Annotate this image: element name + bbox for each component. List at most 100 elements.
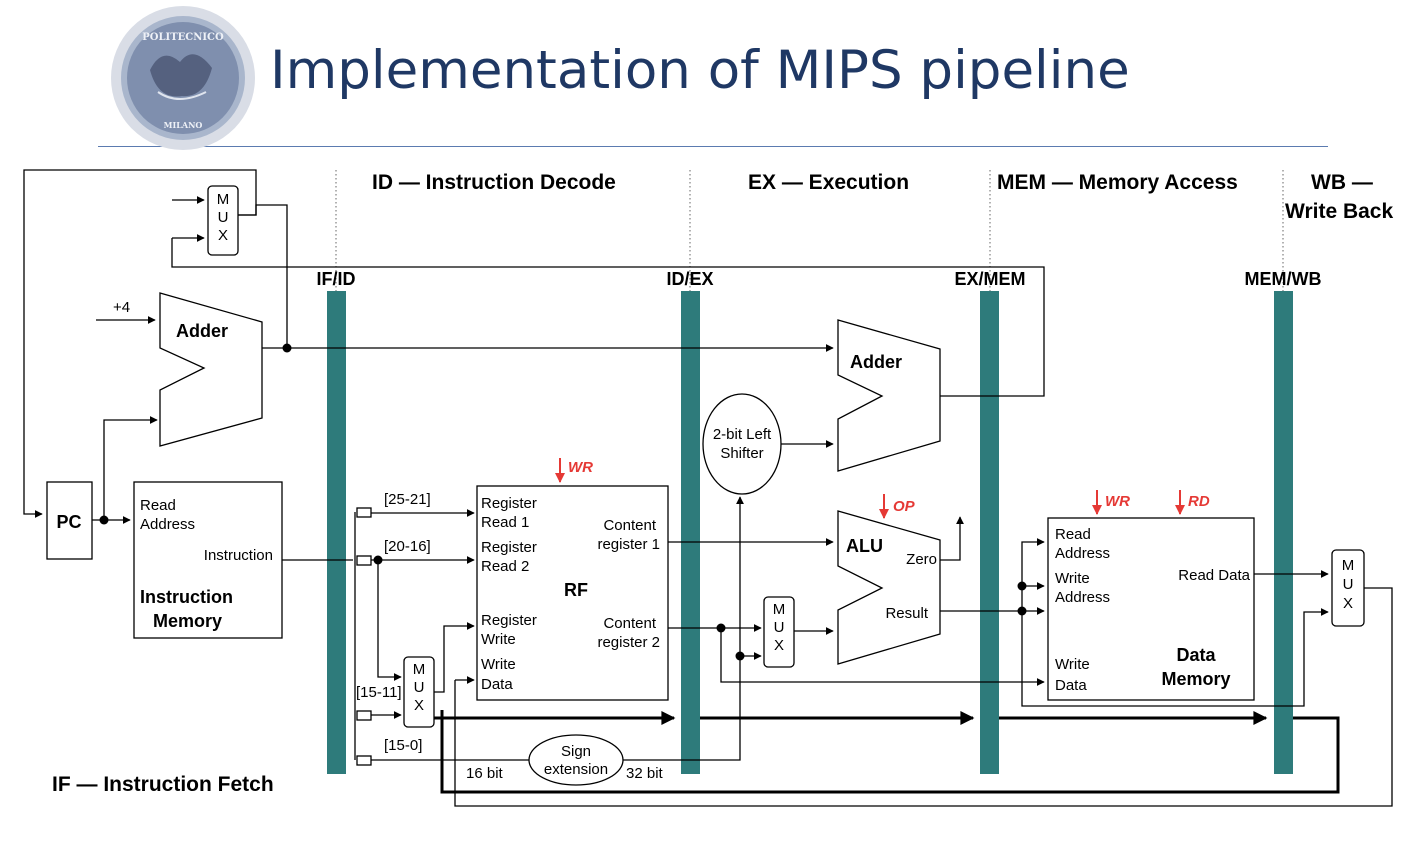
dm-write-control: WR	[1092, 490, 1130, 515]
svg-text:X: X	[1343, 595, 1353, 612]
svg-text:X: X	[218, 227, 228, 244]
svg-text:M: M	[413, 661, 426, 678]
slide-title: Implementation of MIPS pipeline	[270, 40, 1130, 101]
svg-text:Read Data: Read Data	[1178, 567, 1250, 584]
sign-extension: Sign extension	[528, 734, 624, 786]
title-divider	[98, 146, 1328, 147]
svg-text:[25-21]: [25-21]	[384, 491, 431, 508]
svg-text:Adder: Adder	[176, 321, 228, 341]
politecnico-logo: POLITECNICO MILANO	[111, 6, 255, 150]
pipeline-label-ifid: IF/ID	[317, 269, 356, 289]
pipeline-register-exmem	[980, 291, 999, 774]
svg-text:Read: Read	[1055, 526, 1091, 543]
left-shifter: 2-bit Left Shifter	[702, 393, 782, 495]
svg-text:Result: Result	[885, 605, 928, 622]
svg-text:Shifter: Shifter	[720, 445, 763, 462]
svg-text:[20-16]: [20-16]	[384, 538, 431, 555]
svg-text:Data: Data	[1176, 645, 1216, 665]
svg-text:Instruction: Instruction	[204, 547, 273, 564]
svg-text:Read 2: Read 2	[481, 558, 529, 575]
svg-text:U: U	[414, 679, 425, 696]
svg-text:ALU: ALU	[846, 536, 883, 556]
svg-text:Read: Read	[140, 497, 176, 514]
data-memory: Read Address Write Address Read Data Wri…	[1047, 517, 1255, 701]
dm-read-control: RD	[1175, 490, 1210, 515]
branch-adder: Adder	[837, 319, 941, 472]
svg-text:Memory: Memory	[153, 611, 222, 631]
plus4-label: +4	[113, 299, 130, 316]
destination-register-path	[434, 587, 1393, 807]
pc-mux: M U X	[207, 185, 239, 256]
svg-text:register 2: register 2	[597, 634, 660, 651]
stage-label-if: IF — Instruction Fetch	[52, 773, 274, 796]
instruction-field-taps: [25-21] [20-16] [15-11] [15-0]	[354, 491, 529, 766]
alu-op-control: OP	[879, 494, 916, 519]
svg-text:Register: Register	[481, 612, 537, 629]
svg-text:extension: extension	[544, 761, 608, 778]
svg-text:PC: PC	[56, 512, 81, 532]
stage-label-wb-line2: Write Back	[1285, 200, 1393, 223]
if-wires	[23, 169, 1045, 561]
alu-mux: M U X	[763, 596, 795, 668]
logo-text-bottom: MILANO	[164, 120, 203, 130]
stage-label-ex: EX — Execution	[748, 171, 909, 194]
register-file: Register Read 1 Register Read 2 Register…	[476, 485, 669, 701]
svg-text:M: M	[773, 601, 786, 618]
svg-text:Data: Data	[481, 676, 513, 693]
svg-text:Data: Data	[1055, 677, 1087, 694]
pipeline-label-exmem: EX/MEM	[954, 269, 1025, 289]
svg-text:Write: Write	[481, 631, 516, 648]
svg-text:Address: Address	[1055, 589, 1110, 606]
pc-adder: Adder	[159, 292, 263, 447]
dm-wr-signal: WR	[1105, 493, 1130, 510]
stage-label-mem: MEM — Memory Access	[997, 171, 1238, 194]
svg-text:X: X	[774, 637, 784, 654]
svg-text:Memory: Memory	[1161, 669, 1230, 689]
svg-text:Instruction: Instruction	[140, 587, 233, 607]
logo-text-top: POLITECNICO	[142, 32, 224, 43]
ex-wires	[794, 516, 1045, 635]
svg-text:Write: Write	[481, 656, 516, 673]
svg-text:RF: RF	[564, 580, 588, 600]
svg-text:Read 1: Read 1	[481, 514, 529, 531]
stage-label-wb-line1: WB —	[1311, 171, 1373, 194]
pc-register: PC	[46, 481, 93, 560]
svg-text:M: M	[1342, 557, 1355, 574]
svg-text:M: M	[217, 191, 230, 208]
width-16-bit: 16 bit	[466, 765, 504, 782]
alu: ALU Zero Result	[837, 510, 941, 665]
id-wires	[434, 496, 1045, 761]
pipeline-label-idex: ID/EX	[666, 269, 713, 289]
svg-text:Address: Address	[140, 516, 195, 533]
svg-text:U: U	[774, 619, 785, 636]
dm-rd-signal: RD	[1188, 493, 1210, 510]
svg-text:Sign: Sign	[561, 743, 591, 760]
rf-wr-signal: WR	[568, 459, 593, 476]
write-register-mux: M U X	[403, 656, 435, 728]
svg-text:Register: Register	[481, 495, 537, 512]
writeback-mux: M U X	[1331, 549, 1365, 627]
rf-write-control: WR	[555, 458, 593, 483]
stage-label-id: ID — Instruction Decode	[372, 171, 616, 194]
pipeline-label-memwb: MEM/WB	[1245, 269, 1322, 289]
pipeline-register-idex	[681, 291, 700, 774]
pipeline-register-ifid	[327, 291, 346, 774]
pipeline-register-memwb	[1274, 291, 1293, 774]
svg-text:Register: Register	[481, 539, 537, 556]
svg-text:Write: Write	[1055, 656, 1090, 673]
svg-text:[15-11]: [15-11]	[356, 684, 402, 701]
svg-text:Write: Write	[1055, 570, 1090, 587]
svg-text:U: U	[218, 209, 229, 226]
svg-text:Address: Address	[1055, 545, 1110, 562]
svg-text:X: X	[414, 697, 424, 714]
svg-text:[15-0]: [15-0]	[384, 737, 422, 754]
svg-text:Content: Content	[603, 517, 656, 534]
width-32-bit: 32 bit	[626, 765, 664, 782]
svg-text:register 1: register 1	[597, 536, 660, 553]
alu-op-signal: OP	[893, 498, 916, 515]
svg-text:Content: Content	[603, 615, 656, 632]
svg-text:2-bit Left: 2-bit Left	[713, 426, 772, 443]
mem-wires	[1017, 538, 1329, 707]
svg-text:U: U	[1343, 576, 1354, 593]
